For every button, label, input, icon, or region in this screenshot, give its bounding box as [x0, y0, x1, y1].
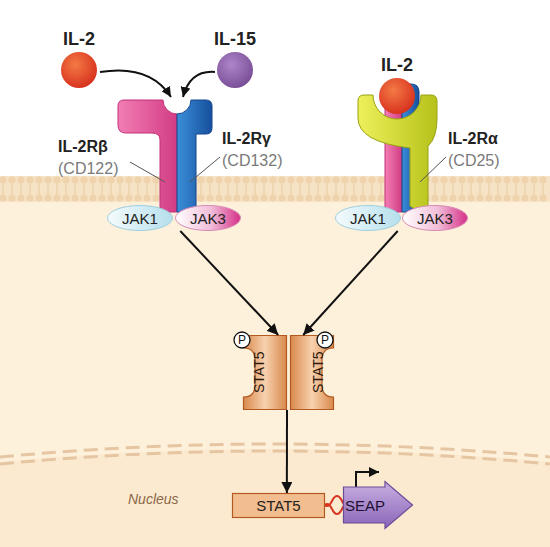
signal-arrow — [286, 410, 288, 493]
node-text: STAT5 — [232, 493, 325, 518]
receptor-gamma — [177, 100, 212, 212]
cd-name: (CD122) — [58, 160, 118, 178]
receptor-name: IL-2Rα — [448, 130, 498, 148]
receptor-name: IL-2Rβ — [58, 138, 108, 156]
phospho-circle: P — [316, 331, 334, 349]
leader-line — [190, 157, 220, 182]
cd-name: (CD25) — [448, 152, 500, 170]
node-text: SEAP — [343, 481, 387, 529]
kinase-ellipse: JAK1 — [107, 205, 173, 231]
cd-name: (CD132) — [222, 152, 282, 170]
reporter-gene-arrow: SEAP — [343, 481, 413, 529]
ligand-circle-outline — [217, 52, 253, 88]
ligand-circle: IL-2 — [61, 52, 97, 88]
nuclear-envelope — [0, 451, 550, 464]
binding-arrow — [100, 70, 171, 97]
ligand-circle-outline — [379, 78, 415, 114]
stat-monomer: STAT5 — [243, 335, 287, 410]
ligand-circle: IL-2 — [379, 78, 415, 114]
cell-membrane — [0, 176, 550, 202]
phospho-circle: P — [233, 331, 251, 349]
signal-arrow — [303, 231, 398, 335]
compartment-label: Nucleus — [128, 491, 179, 507]
ligand-circle: IL-15 — [217, 52, 253, 88]
ligand-circle-outline — [61, 52, 97, 88]
binding-site-box: STAT5 — [232, 493, 325, 518]
receptor-name: IL-2Rγ — [222, 130, 271, 148]
node-text: JAK1 — [107, 205, 173, 231]
kinase-ellipse: JAK3 — [175, 205, 241, 231]
node-text: JAK1 — [335, 205, 401, 231]
node-text: P — [233, 331, 251, 349]
signal-arrow — [180, 231, 278, 335]
node-text: P — [316, 331, 334, 349]
cytoplasm — [0, 190, 550, 547]
node-text: JAK3 — [402, 205, 468, 231]
node-text: IL-2 — [21, 29, 137, 50]
leader-line — [420, 157, 446, 182]
binding-arrow — [183, 72, 215, 97]
kinase-ellipse: JAK1 — [335, 205, 401, 231]
leader-line — [130, 162, 165, 182]
node-text: IL-2 — [339, 55, 455, 76]
receptor-beta — [118, 100, 177, 212]
node-text: IL-15 — [177, 29, 293, 50]
nucleus-area — [0, 449, 550, 547]
kinase-ellipse: JAK3 — [402, 205, 468, 231]
node-text: JAK3 — [175, 205, 241, 231]
